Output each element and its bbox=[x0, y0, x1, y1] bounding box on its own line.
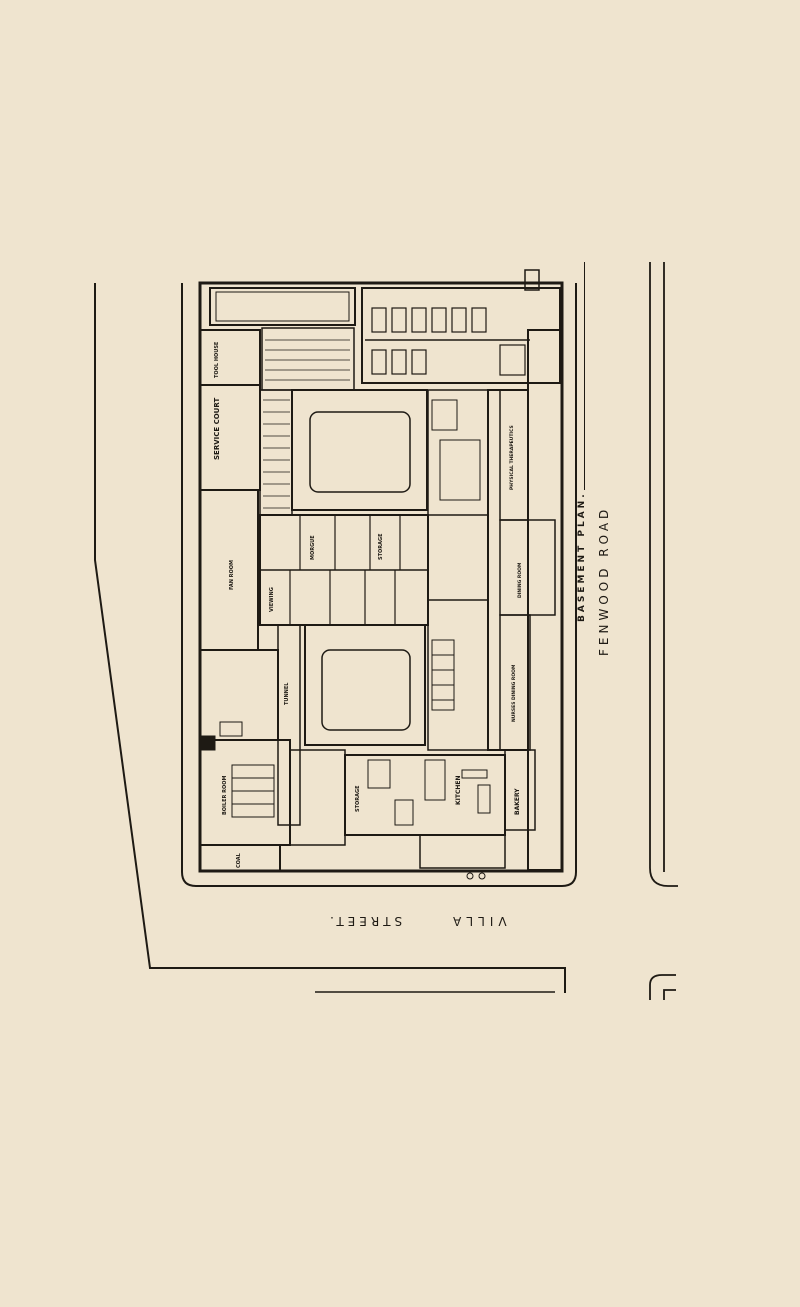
physical-therapeutics-label: PHYSICAL THERAPEUTICS bbox=[510, 425, 515, 490]
kitchen-bay bbox=[419, 835, 506, 869]
kitchen-label: KITCHEN bbox=[455, 775, 462, 805]
center-north-block bbox=[427, 389, 489, 516]
street-boundary-line bbox=[94, 283, 566, 993]
storage-label: STORAGE bbox=[378, 533, 384, 560]
service-court bbox=[199, 384, 261, 491]
road-corner-mark-2 bbox=[663, 989, 676, 1000]
boiler-room-label: BOILER ROOM bbox=[222, 775, 228, 815]
road-edge-line bbox=[649, 262, 678, 887]
center-south-block bbox=[427, 599, 489, 751]
service-court-label: SERVICE COURT bbox=[213, 397, 221, 460]
villa-street-label-left: VILLA bbox=[448, 914, 507, 928]
nurses-dining-room-label: NURSES DINING ROOM bbox=[512, 664, 517, 722]
storage-label-2: STORAGE bbox=[355, 785, 361, 812]
coal-label: COAL bbox=[236, 853, 242, 868]
stair-tower bbox=[524, 269, 540, 291]
boiler-room-lower bbox=[199, 739, 291, 846]
morgue-label: MORGUE bbox=[310, 535, 316, 560]
building-outline bbox=[198, 281, 564, 873]
coal-bin bbox=[199, 844, 281, 872]
fenwood-road-label: FENWOOD ROAD bbox=[597, 505, 611, 656]
tunnel-label: TUNNEL bbox=[284, 682, 290, 705]
basement-plan-title-rule bbox=[584, 262, 585, 490]
viewing-label: VIEWING bbox=[269, 587, 275, 612]
tool-house-label: TOOL HOUSE bbox=[214, 341, 220, 378]
basement-plan-title: BASEMENT PLAN. bbox=[577, 491, 587, 622]
chimney bbox=[200, 735, 216, 751]
north-stair bbox=[261, 327, 355, 391]
lot-outline bbox=[181, 283, 577, 887]
fan-room-label: FAN ROOM bbox=[229, 560, 235, 590]
north-terrace bbox=[209, 287, 356, 326]
tool-house bbox=[199, 329, 261, 386]
villa-street-label-right: STREET. bbox=[326, 914, 403, 928]
dining-room-label: DINING ROOM bbox=[518, 562, 523, 598]
engine-room bbox=[289, 749, 346, 846]
boiler-room bbox=[199, 649, 279, 741]
east-wing bbox=[527, 329, 563, 871]
bakery-label: BAKERY bbox=[514, 788, 521, 815]
north-courtyard bbox=[291, 389, 428, 511]
north-rooms-block bbox=[361, 287, 561, 384]
bakery bbox=[504, 749, 536, 831]
road-corner-mark bbox=[649, 974, 676, 1000]
